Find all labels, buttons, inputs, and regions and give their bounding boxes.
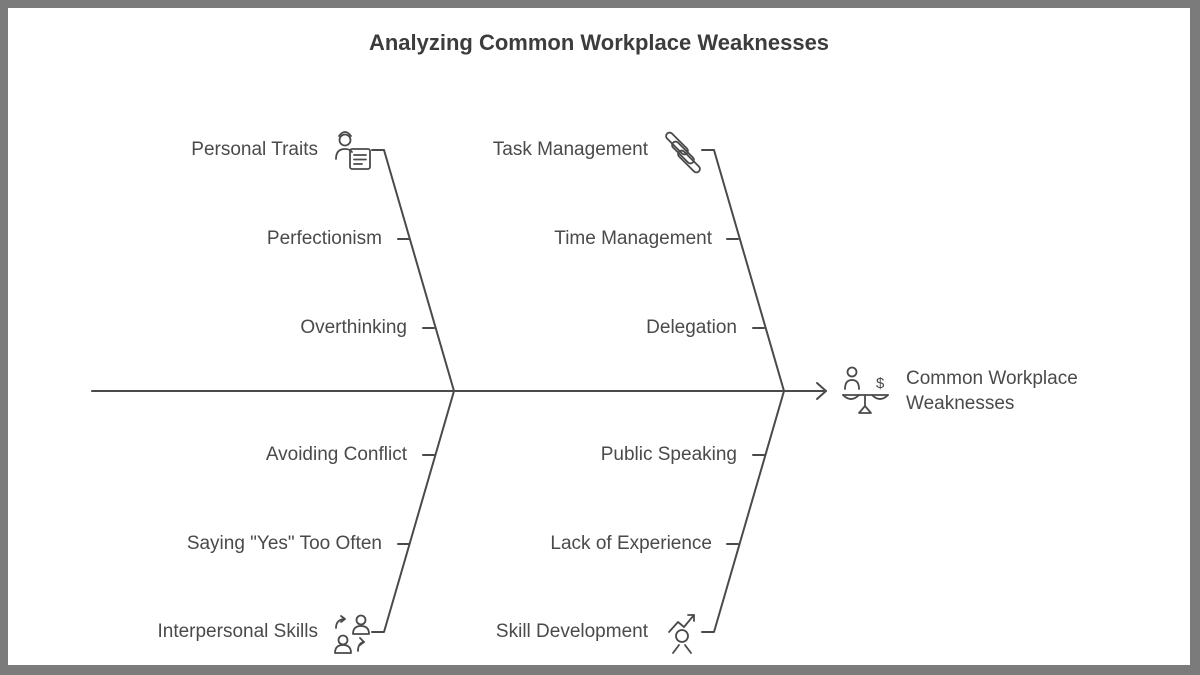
balance-scale-person-dollar-icon: $ bbox=[842, 366, 889, 414]
diagram-canvas: Analyzing Common Workplace Weaknesses bbox=[8, 8, 1190, 665]
bone-task-management bbox=[701, 149, 785, 392]
bone-skill-development bbox=[701, 390, 785, 633]
bone-personal-traits bbox=[371, 149, 455, 392]
people-exchange-icon bbox=[334, 614, 370, 654]
cause-time-management: Time Management bbox=[554, 228, 712, 249]
cause-overthinking: Overthinking bbox=[300, 317, 407, 338]
person-growth-arrow-icon bbox=[668, 614, 695, 654]
cause-saying-yes: Saying "Yes" Too Often bbox=[186, 533, 382, 554]
cause-public-speaking: Public Speaking bbox=[600, 444, 737, 465]
category-label-personal-traits: Personal Traits bbox=[191, 139, 318, 160]
category-label-task-management: Task Management bbox=[492, 139, 648, 160]
category-label-interpersonal-skills: Interpersonal Skills bbox=[157, 621, 318, 642]
cause-avoiding-conflict: Avoiding Conflict bbox=[265, 444, 407, 465]
diagram-title: Analyzing Common Workplace Weaknesses bbox=[368, 30, 830, 55]
cause-delegation: Delegation bbox=[646, 317, 737, 338]
category-label-skill-development: Skill Development bbox=[495, 621, 648, 642]
svg-text:$: $ bbox=[876, 375, 885, 392]
tasks-pencils-icon bbox=[665, 131, 701, 174]
fishbone-lines: $ bbox=[91, 131, 889, 654]
person-document-icon bbox=[335, 131, 371, 170]
effect-label-line1: Common Workplace bbox=[906, 368, 1078, 389]
effect-label-line2: Weaknesses bbox=[906, 393, 1015, 414]
bone-interpersonal-skills bbox=[371, 390, 455, 633]
cause-perfectionism: Perfectionism bbox=[266, 228, 382, 249]
spine-arrowhead bbox=[816, 382, 827, 400]
cause-lack-of-experience: Lack of Experience bbox=[550, 533, 712, 554]
